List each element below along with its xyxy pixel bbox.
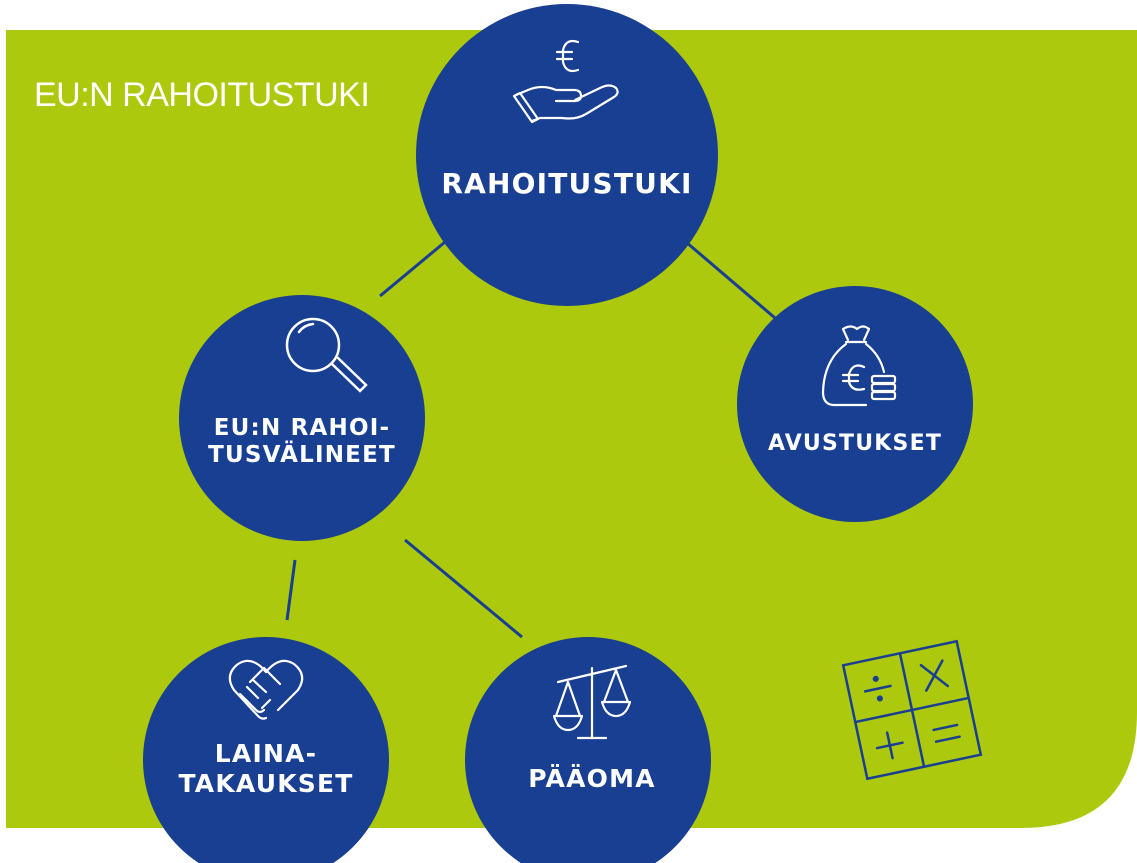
label-avustukset: AVUSTUKSET [767, 431, 943, 456]
handshake-icon [228, 659, 304, 720]
euro-hand-icon [512, 39, 619, 124]
node-lainatakaukset [143, 637, 389, 863]
scales-icon [552, 664, 632, 740]
node-rahoitustuki [416, 4, 718, 306]
connector-rahoitustuki-avustukset [685, 240, 776, 320]
node-paaoma [465, 637, 711, 863]
node-rahoitusvalineet [179, 295, 425, 541]
money-bag-coins-icon [821, 325, 897, 407]
label-lainatakaukset-line1: LAINA- [214, 739, 318, 768]
connector-rahoitusvalineet-paaoma [404, 538, 523, 639]
label-rahoitusvalineet: EU:N RAHOI- TUSVÄLINEET [208, 415, 396, 469]
connector-rahoitustuki-rahoitusvalineet [379, 240, 446, 298]
label-lainatakaukset: LAINA- TAKAUKSET [178, 739, 353, 798]
label-rahoitusvalineet-line1: EU:N RAHOI- [213, 415, 391, 441]
magnifier-icon [285, 317, 368, 393]
diagram-heading: EU:N RAHOITUSTUKI [34, 76, 370, 114]
green-panel [6, 30, 1137, 828]
connector-rahoitusvalineet-lainatakaukset [285, 559, 297, 621]
label-lainatakaukset-line2: TAKAUKSET [178, 768, 354, 798]
label-paaoma: PÄÄOMA [528, 764, 656, 793]
calculator-icon [841, 639, 983, 781]
label-rahoitustuki: RAHOITUSTUKI [441, 167, 693, 200]
label-rahoitusvalineet-line2: TUSVÄLINEET [208, 442, 396, 469]
